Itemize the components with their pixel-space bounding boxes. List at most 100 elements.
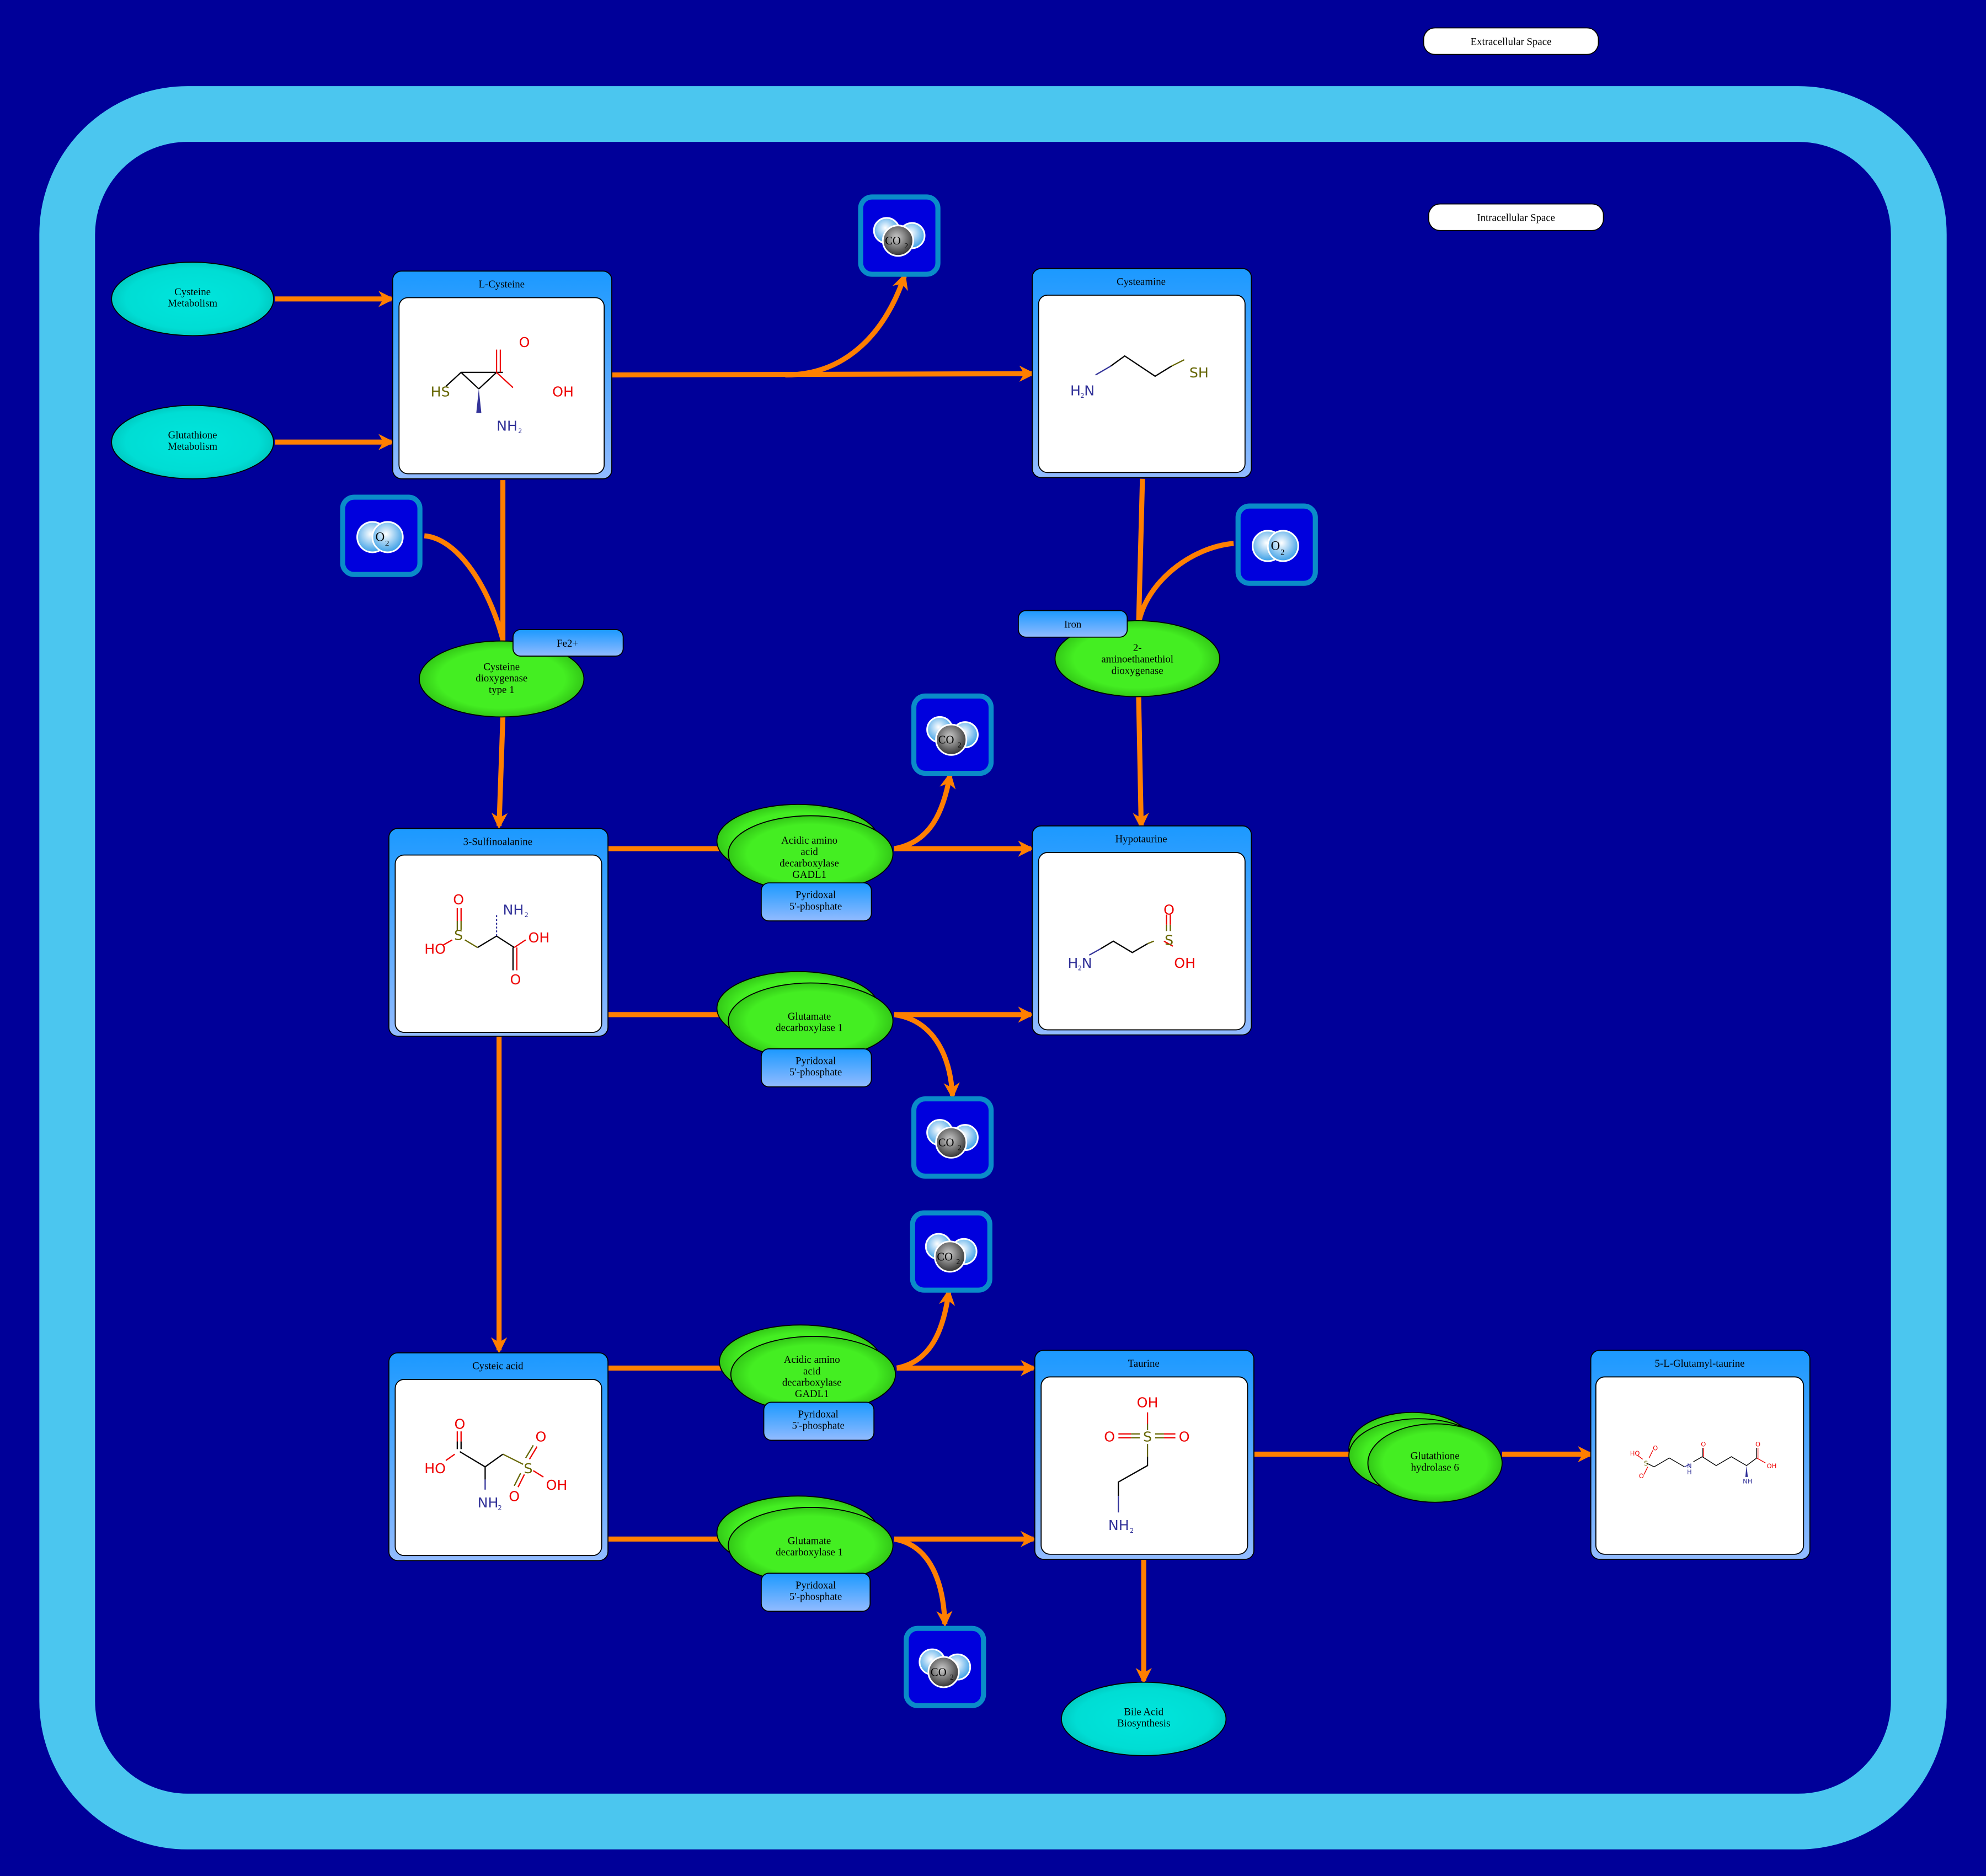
cofactor-label: Pyridoxal [796,1580,836,1591]
co2-subscript: 2 [950,1673,954,1681]
carbon-atom-icon [935,723,968,756]
carbon-atom-icon [927,1656,960,1688]
edge-cysteamine-to-ado [1136,478,1145,623]
pathway-label: Glutathione [168,429,217,441]
structure-5-l-glutamyl-taurine: HO S O O N H O O OH NH [1630,1441,1777,1485]
atom-label: O [1639,1472,1644,1480]
enzyme-cysteine-dioxygenase[interactable]: Cysteine dioxygenase type 1 [419,640,585,718]
atom-label: 2 [518,427,522,435]
atom-label: H [1687,1468,1692,1476]
cofactor-fe2[interactable]: Fe2+ [512,629,624,657]
atom-label: HO [1630,1449,1640,1457]
enzyme-label: decarboxylase 1 [776,1022,843,1034]
compound-cysteamine[interactable]: Cysteamine H 2 N SH [1032,268,1252,478]
enzyme-2-aminoethanethiol-dioxygenase[interactable]: 2- aminoethanethiol dioxygenase [1054,620,1220,697]
cofactor-plp-4[interactable]: Pyridoxal 5'-phosphate [760,1573,871,1612]
atom-label: N [1687,1462,1692,1470]
structure-cysteamine: H 2 N SH [1070,355,1209,399]
enzyme-label: hydrolase 6 [1411,1462,1459,1473]
compound-l-cysteine[interactable]: L-Cysteine HS O OH NH 2 [392,270,612,479]
co2-subscript: 2 [958,1144,962,1152]
atom-label: OH [1174,955,1195,971]
enzyme-label: Glutamate [788,1536,831,1547]
edge-gadl1b-to-co2 [896,1288,955,1371]
compound-name: Cysteamine [1117,276,1166,288]
enzyme-gadl1-top[interactable]: Acidic amino acid decarboxylase GADL1 [716,803,894,893]
cofactor-label: 5'-phosphate [792,1420,845,1432]
pathway-label: Metabolism [168,298,217,310]
enzyme-glutathione-hydrolase-6[interactable]: Glutathione hydrolase 6 [1348,1411,1503,1503]
atom-label: NH [1108,1517,1129,1533]
pathway-label: Bile Acid [1124,1706,1163,1718]
o2-tile-2[interactable]: O2 [1235,503,1318,586]
atom-label: NH [478,1495,499,1511]
atom-label: S [454,927,463,943]
carbon-atom-icon [882,225,914,257]
extracellular-space-label[interactable]: Extracellular Space [1423,27,1599,55]
co2-subscript: 2 [956,1257,960,1266]
enzyme-gad1-top[interactable]: Glutamate decarboxylase 1 [716,971,894,1060]
enzyme-gadl1-bottom[interactable]: Acidic amino acid decarboxylase GADL1 [719,1324,896,1413]
cofactor-iron[interactable]: Iron [1017,610,1128,638]
cell-membrane [39,86,1947,1850]
atom-label: 2 [1130,1527,1134,1534]
compound-name: Cysteic acid [472,1361,524,1372]
pathway-label: Cysteine [174,286,211,298]
atom-label: NH [1743,1477,1752,1485]
atom-label: O [1179,1429,1190,1445]
enzyme-label: decarboxylase 1 [776,1547,843,1558]
edge-o2-to-cdo1 [424,533,505,641]
enzyme-label: acid [803,1366,821,1377]
atom-label: HS [431,384,450,400]
enzyme-label: aminoethanethiol [1101,654,1173,665]
enzyme-label: GADL1 [795,1388,829,1400]
cofactor-label: 5'-phosphate [789,1067,842,1078]
compound-5-l-glutamyl-taurine[interactable]: 5-L-Glutamyl-taurine HO S O O N H O O OH… [1590,1350,1811,1560]
compound-hypotaurine[interactable]: Hypotaurine H 2 N S O OH [1032,825,1252,1036]
enzyme-gad1-bottom[interactable]: Glutamate decarboxylase 1 [716,1495,894,1584]
atom-label: O [519,334,530,350]
enzyme-label: dioxygenase [1112,665,1163,676]
cofactor-plp-2[interactable]: Pyridoxal 5'-phosphate [760,1048,872,1088]
atom-label: HO [424,1461,446,1477]
cofactor-plp-3[interactable]: Pyridoxal 5'-phosphate [763,1401,875,1441]
compound-cysteic-acid[interactable]: Cysteic acid O HO NH 2 S O O OH [388,1352,609,1561]
reaction-edges [275,273,1594,1685]
carbon-atom-icon [935,1126,968,1159]
cofactor-label: Iron [1064,619,1082,631]
atom-label: O [1755,1441,1760,1448]
atom-label: 2 [1080,392,1084,399]
pathway-bile-acid-biosynthesis[interactable]: Bile Acid Biosynthesis [1061,1681,1227,1756]
enzyme-label: Acidic amino [781,835,837,846]
atom-label: O [1701,1441,1706,1448]
atom-label: O [535,1429,546,1445]
pathway-cysteine-metabolism[interactable]: Cysteine Metabolism [111,262,274,337]
o2-tile-1[interactable]: O2 [340,494,423,577]
atom-label: 2 [1078,964,1082,972]
intracellular-space-label[interactable]: Intracellular Space [1428,203,1604,231]
enzyme-label: decarboxylase [780,857,839,869]
co2-tile-3[interactable]: CO 2 [911,1096,994,1179]
co2-label: CO [937,1251,953,1263]
atom-label: O [1653,1445,1658,1452]
atom-label: OH [546,1477,568,1493]
co2-label: CO [938,1137,954,1149]
structure-taurine: OH O S O NH 2 [1104,1395,1189,1534]
pathway-label: Biosynthesis [1117,1718,1170,1729]
o2-subscript: 2 [1280,548,1284,557]
atom-label: OH [528,930,549,946]
atom-label: S [1143,1429,1152,1445]
enzyme-label: Glutathione [1411,1451,1460,1462]
o2-label: O [376,530,385,543]
atom-label: O [1163,902,1174,918]
cofactor-plp-1[interactable]: Pyridoxal 5'-phosphate [760,882,872,921]
atom-label: N [1084,382,1095,398]
pathway-glutathione-metabolism[interactable]: Glutathione Metabolism [111,404,274,479]
compound-taurine[interactable]: Taurine OH O S O NH 2 [1034,1350,1254,1560]
compound-3-sulfinoalanine[interactable]: 3-Sulfinoalanine O S HO NH 2 OH O [388,828,609,1037]
atom-label: 2 [498,1504,501,1512]
